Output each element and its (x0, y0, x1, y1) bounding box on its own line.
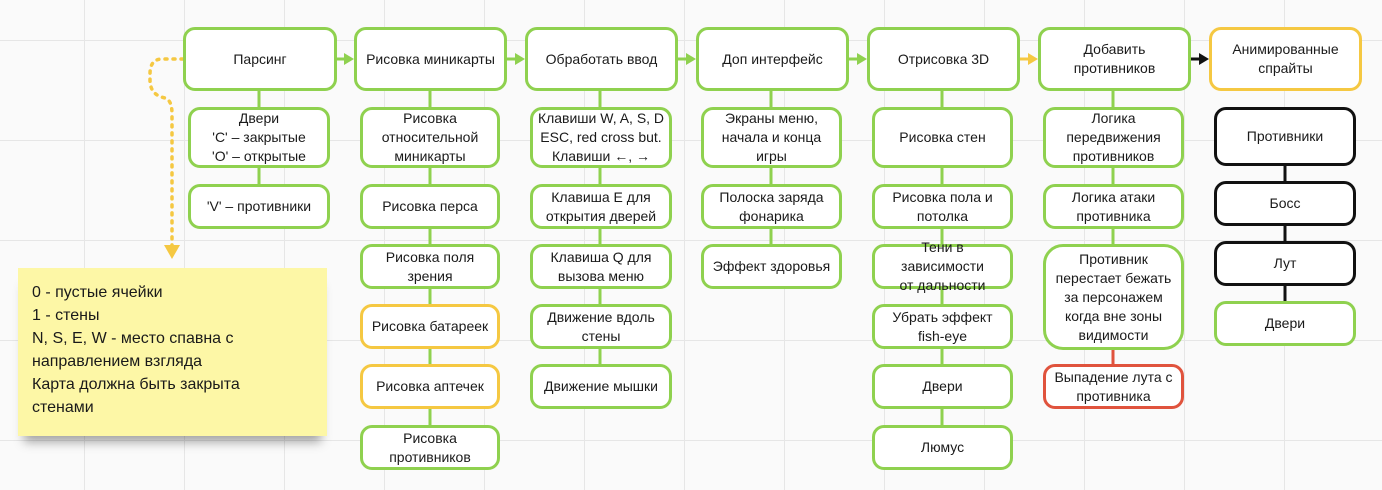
sticky-line: N, S, E, W - место спавна с (32, 330, 234, 347)
ui-item[interactable]: Эффект здоровья (701, 244, 842, 289)
ui-item[interactable]: Экраны меню, начала и конца игры (701, 107, 842, 168)
minimap-item[interactable]: Рисовка поля зрения (360, 244, 500, 289)
header-enemies[interactable]: Добавить противников (1038, 27, 1191, 91)
enemies-connectors (1020, 53, 1209, 365)
sticky-line: 0 - пустые ячейки (32, 284, 163, 301)
sticky-line: стенами (32, 399, 94, 416)
render3d-item[interactable]: Рисовка пола и потолка (872, 184, 1013, 229)
sticky-line: направлением взгляда (32, 353, 203, 370)
sticky-line: Карта должна быть закрыта (32, 376, 240, 393)
input-item[interactable]: Клавиша Q для вызова меню (530, 244, 672, 289)
minimap-item[interactable]: Рисовка батареек (360, 304, 500, 349)
header-parsing[interactable]: Парсинг (183, 27, 337, 91)
render3d-item[interactable]: Люмус (872, 425, 1013, 470)
header-minimap[interactable]: Рисовка миникарты (354, 27, 507, 91)
minimap-item[interactable]: Рисовка противников (360, 425, 500, 470)
sprites-item[interactable]: Двери (1214, 301, 1356, 346)
sprites-item[interactable]: Босс (1214, 181, 1356, 226)
minimap-item[interactable]: Рисовка относительной миникарты (360, 107, 500, 168)
render3d-item[interactable]: Тени в зависимости от дальности (872, 239, 1013, 293)
header-sprites[interactable]: Анимированные спрайты (1209, 27, 1362, 91)
input-item[interactable]: Клавиши W, A, S, D ESC, red cross but. К… (530, 107, 672, 168)
minimap-item[interactable]: Рисовка перса (360, 184, 500, 229)
ui-item[interactable]: Полоска заряда фонарика (701, 184, 842, 229)
render3d-item[interactable]: Рисовка стен (872, 107, 1013, 168)
sprites-item[interactable]: Противники (1214, 107, 1356, 166)
parsing-item-doors[interactable]: Двери 'C' – закрытые 'O' – открытые (188, 107, 330, 168)
sticky-line: 1 - стены (32, 307, 100, 324)
enemies-item[interactable]: Логика передвижения противников (1043, 107, 1184, 168)
green-arrowheads (344, 53, 867, 65)
header-render3d[interactable]: Отрисовка 3D (867, 27, 1020, 91)
minimap-item[interactable]: Рисовка аптечек (360, 364, 500, 409)
input-item[interactable]: Движение мышки (530, 364, 672, 409)
enemies-item[interactable]: Логика атаки противника (1043, 184, 1184, 229)
sticky-note[interactable]: 0 - пустые ячейки 1 - стены N, S, E, W -… (18, 268, 327, 436)
parsing-item-enemies[interactable]: 'V' – противники (188, 184, 330, 229)
enemies-item[interactable]: Противник перестает бежать за персонажем… (1043, 244, 1184, 350)
input-item[interactable]: Движение вдоль стены (530, 304, 672, 349)
input-item[interactable]: Клавиша E для открытия дверей (530, 184, 672, 229)
parsing-dotted-link (148, 57, 185, 259)
render3d-item[interactable]: Двери (872, 364, 1013, 409)
sprites-item[interactable]: Лут (1214, 241, 1356, 286)
enemies-item[interactable]: Выпадение лута с противника (1043, 364, 1184, 409)
render3d-item[interactable]: Убрать эффект fish-eye (872, 304, 1013, 349)
header-input[interactable]: Обработать ввод (525, 27, 678, 91)
header-ui[interactable]: Доп интерфейс (696, 27, 849, 91)
